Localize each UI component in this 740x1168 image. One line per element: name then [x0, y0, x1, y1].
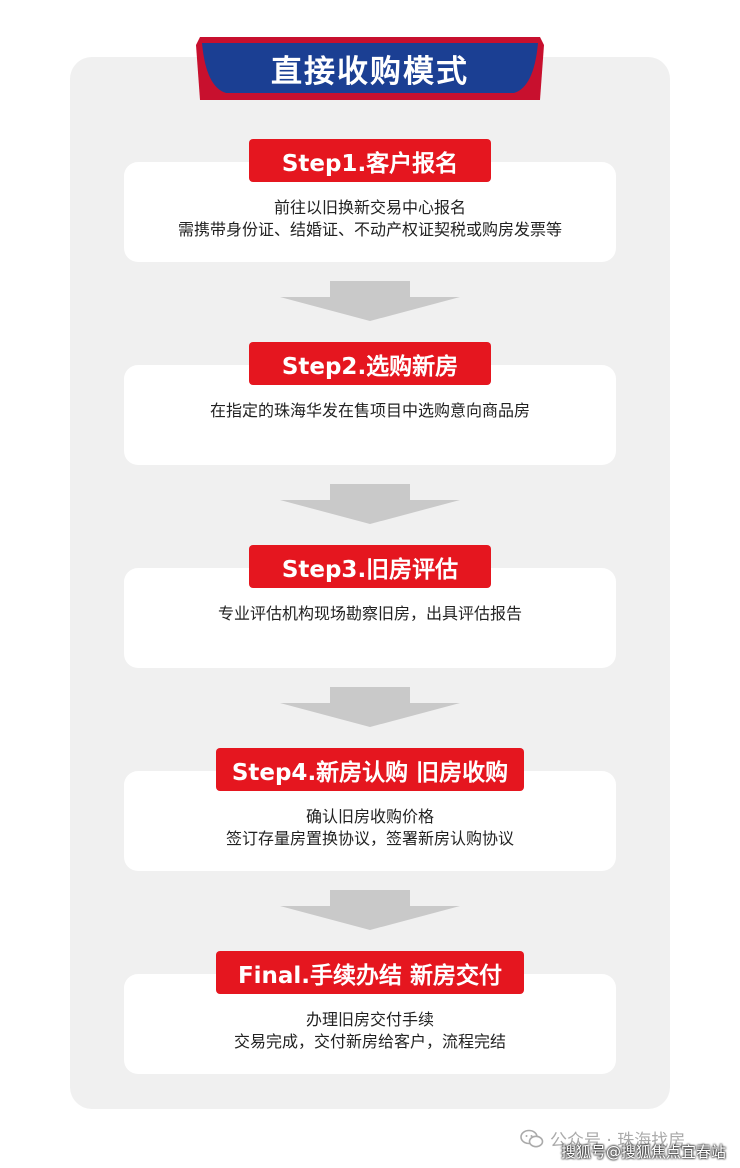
account-footer: 公众号 · 珠海找房	[520, 1126, 685, 1151]
final-step-line-2: 交易完成，交付新房给客户，流程完结	[233, 1032, 506, 1051]
step-3-card: 专业评估机构现场勘察旧房，出具评估报告	[124, 568, 616, 668]
step-1-line-1: 前往以旧换新交易中心报名	[273, 198, 466, 217]
down-arrow-3	[280, 687, 460, 727]
final-step-line-1: 办理旧房交付手续	[305, 1010, 434, 1029]
step-4-line-2: 签订存量房置换协议，签署新房认购协议	[225, 829, 514, 848]
down-arrow-2	[280, 484, 460, 524]
step-3-line-1: 专业评估机构现场勘察旧房，出具评估报告	[217, 604, 522, 623]
sohu-watermark: 搜狐号@搜狐焦点宜春站	[560, 1143, 726, 1161]
down-arrow-4	[280, 890, 460, 930]
step-4-label: Step4.新房认购 旧房收购	[216, 748, 524, 791]
step-2-line-1: 在指定的珠海华发在售项目中选购意向商品房	[209, 401, 530, 420]
down-arrow-1	[280, 281, 460, 321]
step-4-line-1: 确认旧房收购价格	[305, 807, 434, 826]
step-1-label: Step1.客户报名	[249, 139, 491, 182]
page-title: 直接收购模式	[271, 54, 469, 90]
step-1-line-2: 需携带身份证、结婚证、不动产权证契税或购房发票等	[177, 220, 562, 239]
step-1-card: 前往以旧换新交易中心报名 需携带身份证、结婚证、不动产权证契税或购房发票等	[124, 162, 616, 262]
account-name: 公众号 · 珠海找房	[550, 1131, 686, 1151]
final-step-label: Final.手续办结 新房交付	[216, 951, 524, 994]
step-3-label: Step3.旧房评估	[249, 545, 491, 588]
title-banner: 直接收购模式	[196, 37, 544, 100]
wechat-icon	[520, 1129, 544, 1147]
banner-shape	[196, 37, 544, 100]
step-2-label: Step2.选购新房	[249, 342, 491, 385]
